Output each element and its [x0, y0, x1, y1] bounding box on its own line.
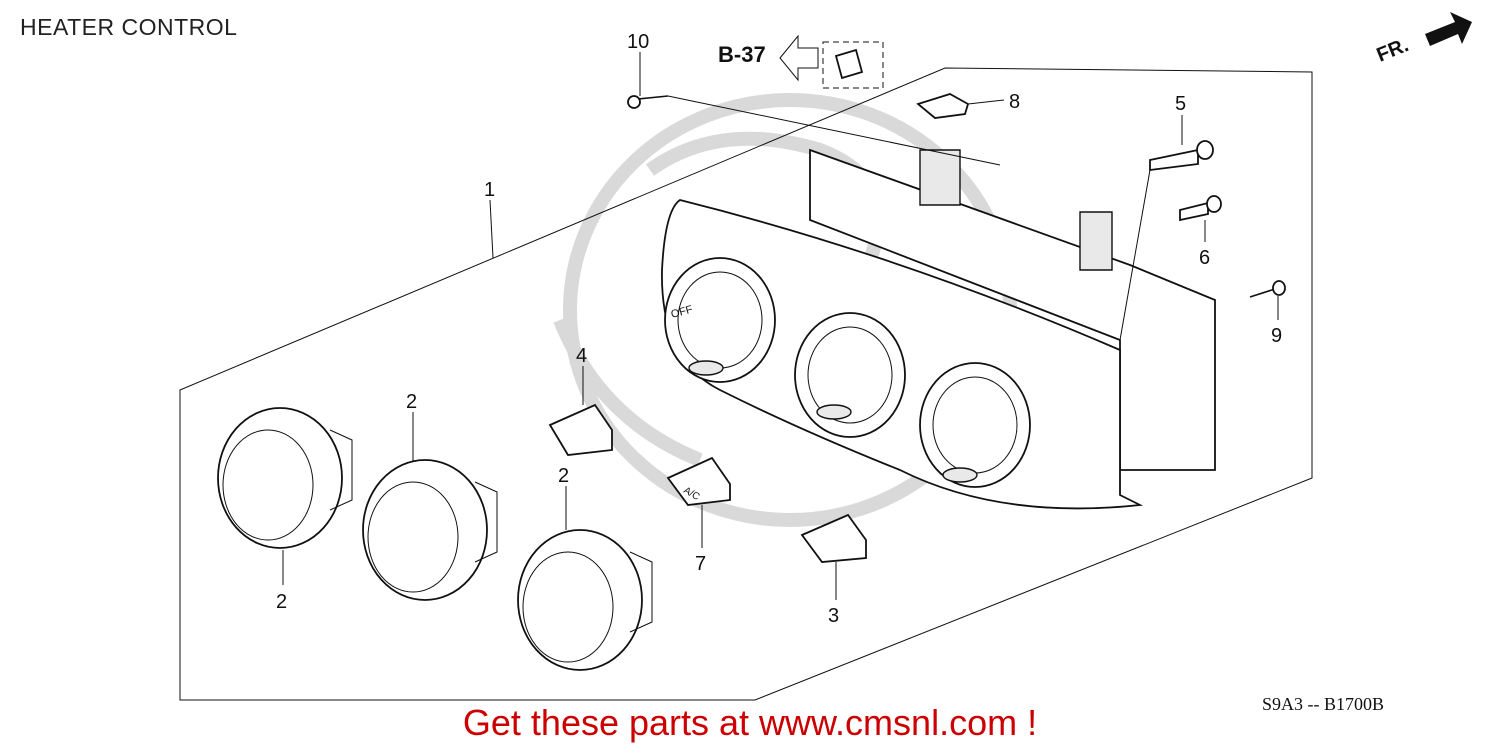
button-rear-defrost[interactable]	[800, 513, 867, 563]
callout-8: 8	[1009, 91, 1020, 113]
reference-label: B-37	[718, 42, 766, 67]
screw-10[interactable]	[627, 95, 669, 109]
assembly-frame	[179, 67, 1313, 701]
knob-ring-middle-top[interactable]	[362, 459, 498, 601]
heater-control-panel[interactable]: OFF	[661, 148, 1216, 510]
callout-3: 3	[828, 605, 839, 627]
leader-lines	[282, 52, 1279, 600]
callout-2-left: 2	[276, 591, 287, 613]
callout-10: 10	[627, 31, 649, 53]
diagram-title: HEATER CONTROL	[20, 14, 238, 40]
diagram-code: S9A3 -- B1700B	[1262, 694, 1385, 714]
reference-b37: B-37	[718, 34, 884, 89]
screw-6[interactable]	[1179, 195, 1222, 222]
screw-9[interactable]	[1249, 280, 1286, 298]
front-arrow: FR.	[1374, 12, 1472, 67]
callout-7: 7	[695, 553, 706, 575]
front-label: FR.	[1374, 34, 1412, 66]
callouts: 1 2 2 2 3 4 5 6 7 8 9 10	[276, 31, 1282, 627]
callout-4: 4	[576, 345, 587, 367]
knob-ring-middle-bottom[interactable]	[517, 529, 653, 671]
callout-2-middle-bottom: 2	[558, 465, 569, 487]
clip-8[interactable]	[916, 93, 970, 119]
off-glyph: OFF	[670, 304, 695, 321]
promo-text[interactable]: Get these parts at www.cmsnl.com !	[462, 702, 1038, 743]
callout-2-middle-top: 2	[406, 391, 417, 413]
callout-1: 1	[484, 179, 495, 201]
callout-6: 6	[1199, 247, 1210, 269]
screw-5[interactable]	[1149, 140, 1214, 172]
button-recirc[interactable]	[548, 403, 613, 456]
callout-9: 9	[1271, 325, 1282, 347]
knob-ring-left[interactable]	[217, 407, 353, 549]
button-ac[interactable]: A/C	[666, 456, 731, 506]
callout-5: 5	[1175, 93, 1186, 115]
